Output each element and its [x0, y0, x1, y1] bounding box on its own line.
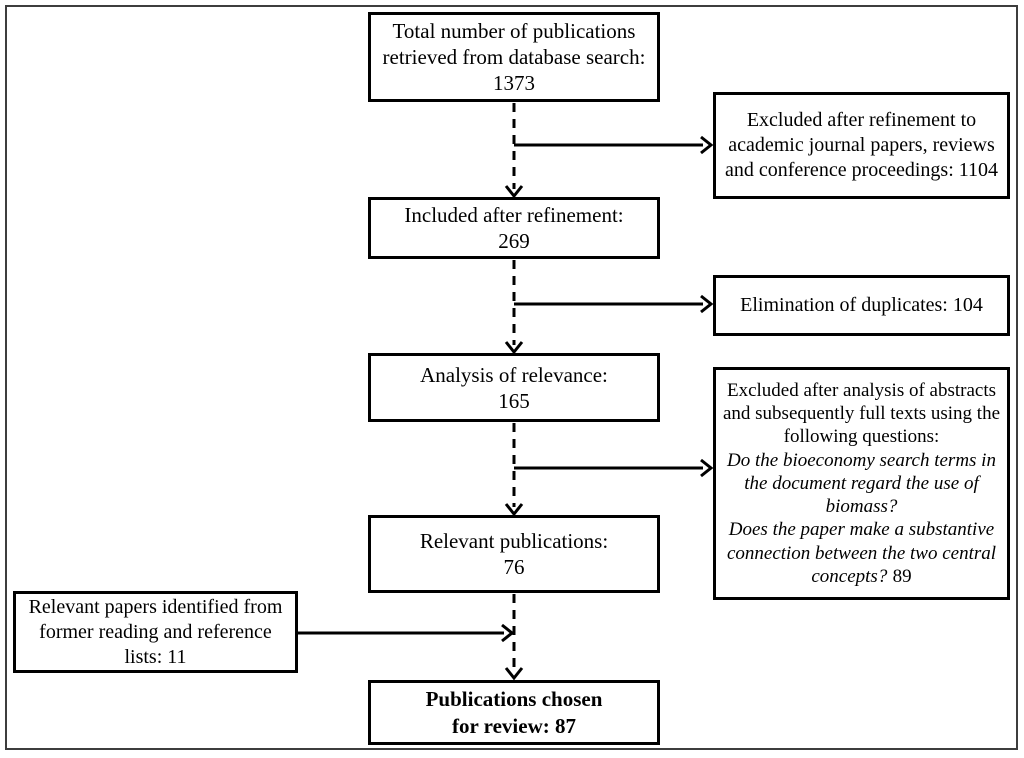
- box-relevant-label: Relevant publications:: [419, 529, 609, 553]
- box-elimination-of-duplicates: Elimination of duplicates: 104: [713, 275, 1010, 336]
- box-analysis-value: 165: [498, 388, 530, 413]
- box-excluded-after-refinement: Excluded after refinement to academic jo…: [713, 92, 1010, 199]
- box-excluded-analysis-question2-wrap: Does the paper make a substantive connec…: [719, 518, 1004, 588]
- box-total-publications: Total number of publications retrieved f…: [368, 12, 660, 102]
- box-excluded-analysis-question1: Do the bioeconomy search terms in the do…: [727, 449, 996, 518]
- box-excluded-analysis-question2: Does the paper make a substantive connec…: [726, 519, 997, 587]
- box-publications-chosen: Publications chosen for review: 87: [368, 680, 660, 745]
- box-chosen-line2: for review: 87: [451, 713, 576, 738]
- box-total-label: Total number of publications retrieved f…: [382, 19, 646, 69]
- box-included-label: Included after refinement:: [404, 203, 624, 227]
- box-relevant-publications: Relevant publications: 76: [368, 515, 660, 593]
- box-duplicates-text: Elimination of duplicates: 104: [740, 294, 983, 316]
- box-excluded-analysis-value: 89: [892, 565, 912, 587]
- box-relevant-value: 76: [503, 555, 525, 579]
- box-excluded-analysis-intro: Excluded after analysis of abstracts and…: [722, 380, 1001, 448]
- box-former-reading-papers: Relevant papers identified from former r…: [13, 591, 298, 673]
- box-excluded-refinement-text: Excluded after refinement to academic jo…: [724, 109, 999, 181]
- box-total-value: 1373: [493, 71, 535, 95]
- box-chosen-line1: Publications chosen: [425, 686, 603, 711]
- box-former-reading-text: Relevant papers identified from former r…: [28, 595, 283, 668]
- box-included-value: 269: [498, 229, 530, 253]
- box-excluded-after-analysis: Excluded after analysis of abstracts and…: [713, 367, 1010, 600]
- box-analysis-label: Analysis of relevance:: [420, 362, 608, 387]
- box-included-after-refinement: Included after refinement: 269: [368, 197, 660, 259]
- box-analysis-of-relevance: Analysis of relevance: 165: [368, 353, 660, 422]
- diagram-frame: [5, 5, 1018, 750]
